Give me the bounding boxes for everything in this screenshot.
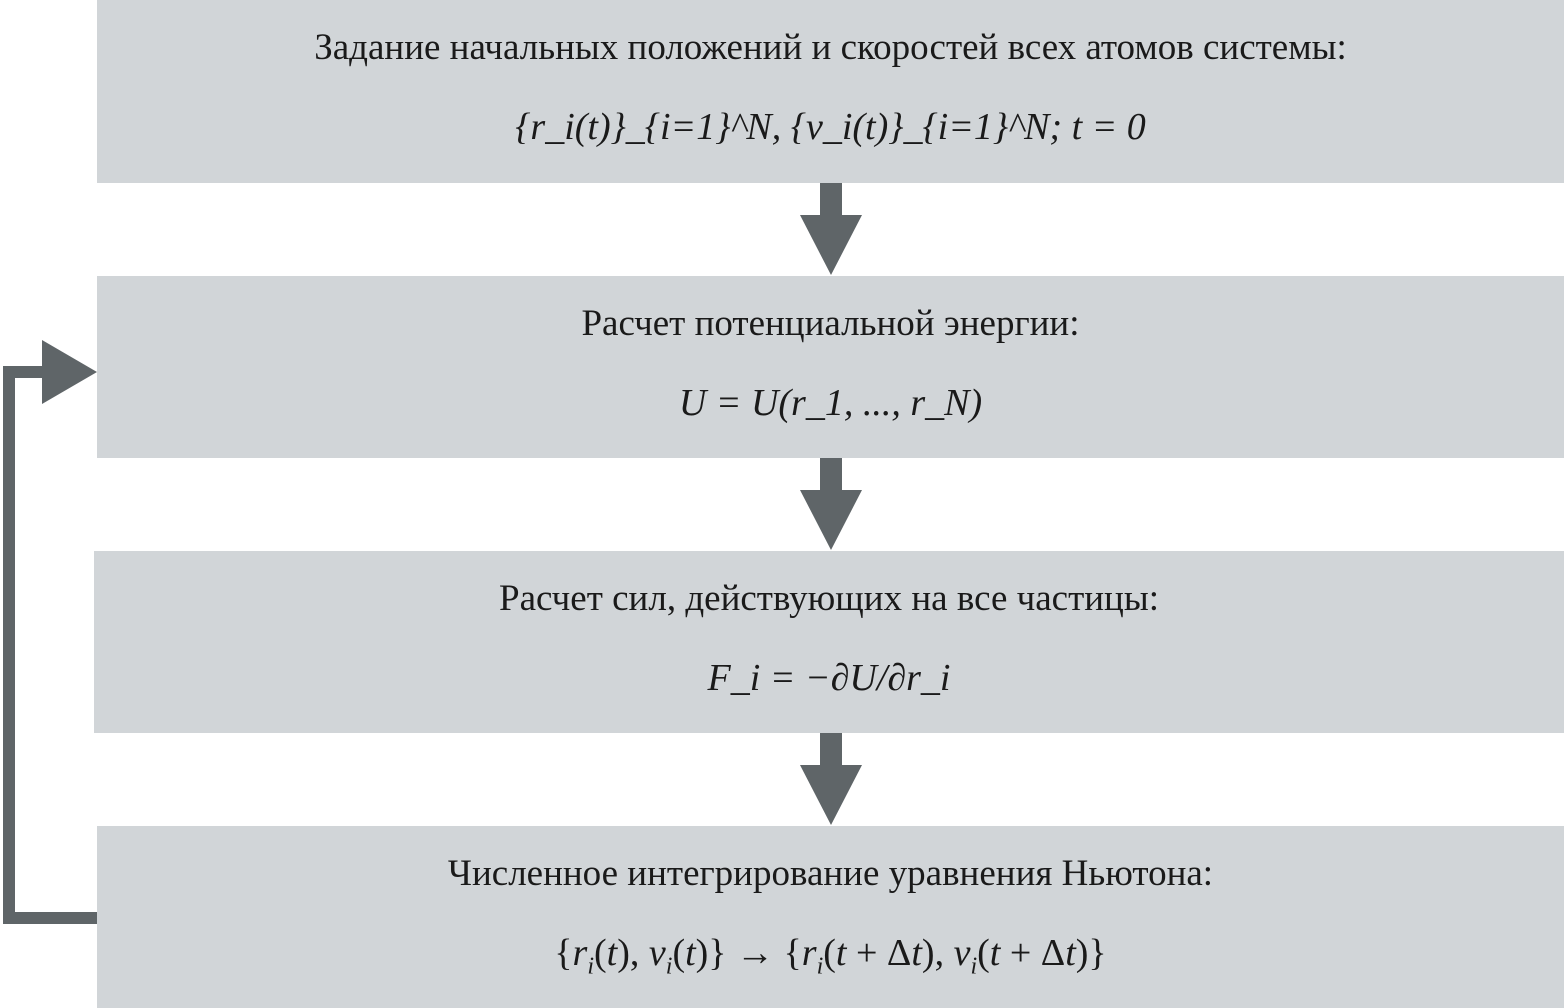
down-arrow-icon xyxy=(800,183,862,275)
step-formula: {ri(t), vi(t)} → {ri(t + Δt), vi(t + Δt)… xyxy=(554,932,1107,980)
step-title: Расчет сил, действующих на все частицы: xyxy=(499,578,1159,619)
step-title: Численное интегрирование уравнения Ньюто… xyxy=(447,853,1214,894)
right-arrow-icon xyxy=(42,340,97,404)
down-arrow-icon xyxy=(800,733,862,825)
down-arrow-icon xyxy=(800,458,862,550)
step-integration: Численное интегрирование уравнения Ньюто… xyxy=(97,826,1564,1008)
step-forces: Расчет сил, действующих на все частицы: … xyxy=(94,551,1564,733)
step-title: Расчет потенциальной энергии: xyxy=(581,303,1080,344)
step-potential-energy: Расчет потенциальной энергии: U = U(r_1,… xyxy=(97,276,1564,458)
step-formula: {r_i(t)}_{i=1}^N, {v_i(t)}_{i=1}^N; t = … xyxy=(515,106,1146,148)
step-initialization: Задание начальных положений и скоростей … xyxy=(97,0,1564,183)
step-formula: F_i = −∂U/∂r_i xyxy=(707,657,951,699)
step-formula: U = U(r_1, ..., r_N) xyxy=(678,382,983,424)
step-title: Задание начальных положений и скоростей … xyxy=(314,27,1347,68)
